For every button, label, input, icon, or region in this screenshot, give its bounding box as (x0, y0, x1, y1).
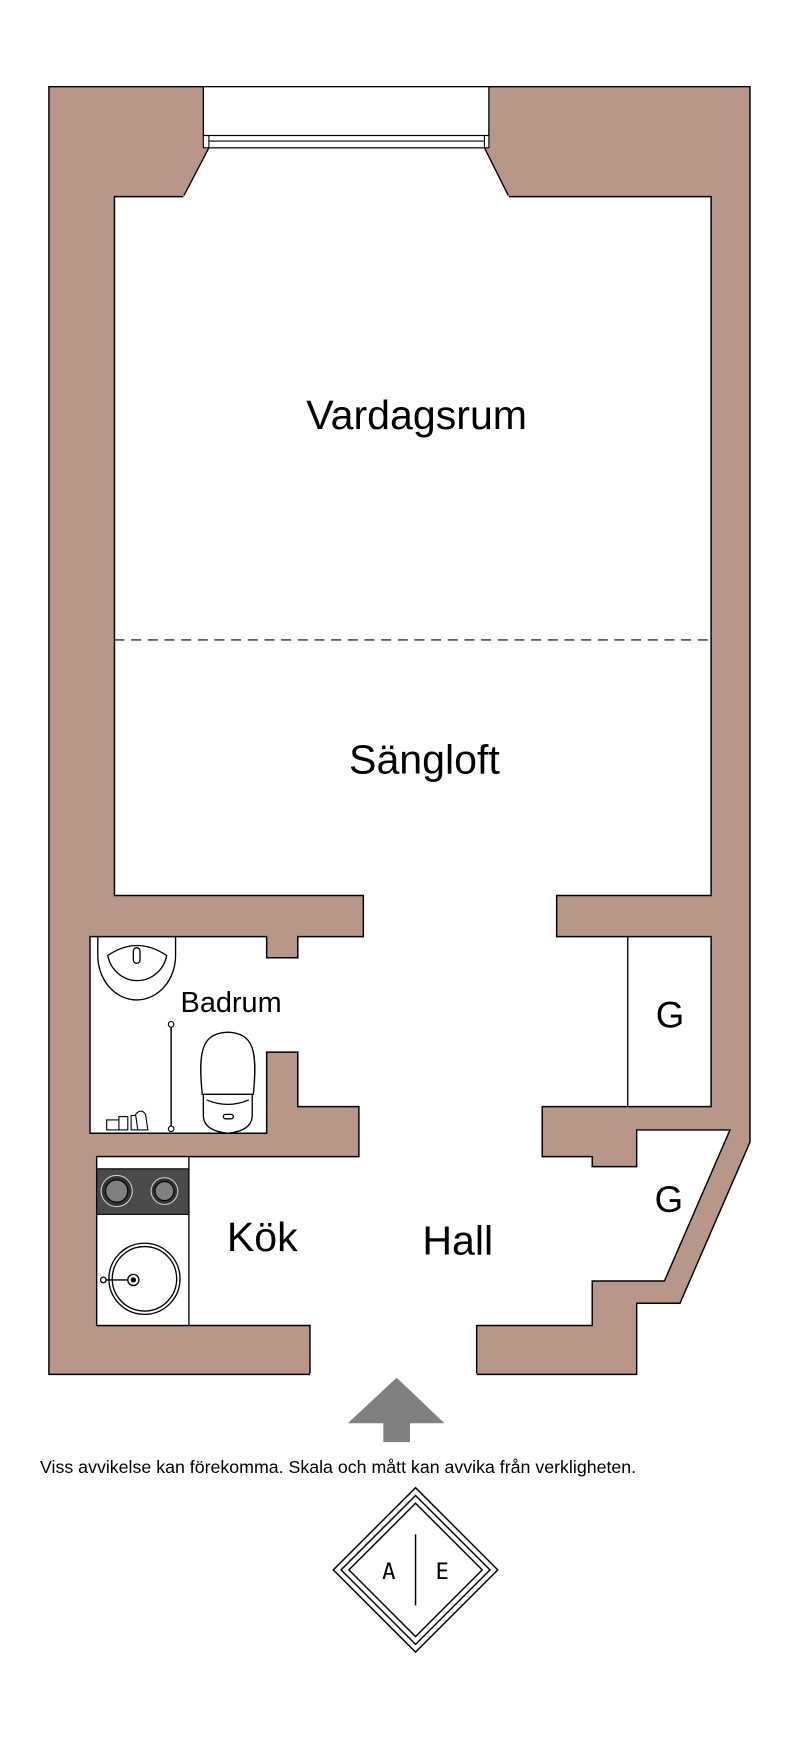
kitchen-sink-icon (99, 1242, 181, 1316)
entrance-arrow-icon (347, 1377, 445, 1443)
bathroom-sink-icon (97, 936, 177, 1001)
window (182, 85, 510, 198)
room-label-closet-2: G (655, 1179, 684, 1220)
agency-logo (332, 1486, 499, 1654)
shower-rod-icon (167, 1021, 175, 1133)
disclaimer-text: Viss avvikelse kan förekomma. Skala och … (40, 1457, 636, 1477)
room-label-closet-1: G (656, 995, 685, 1036)
room-label-bath: Badrum (181, 987, 282, 1019)
room-label-living: Vardagsrum (306, 392, 527, 438)
room-label-hall: Hall (422, 1217, 493, 1263)
room-label-kitchen: Kök (227, 1214, 298, 1260)
logo-letter-e: E (436, 1559, 449, 1585)
logo-letter-a: A (382, 1559, 395, 1585)
room-label-loft: Sängloft (349, 736, 500, 782)
kitchen-counter (96, 1155, 190, 1327)
shower-mixer-icon (106, 1110, 149, 1131)
toilet-icon (200, 1031, 256, 1134)
